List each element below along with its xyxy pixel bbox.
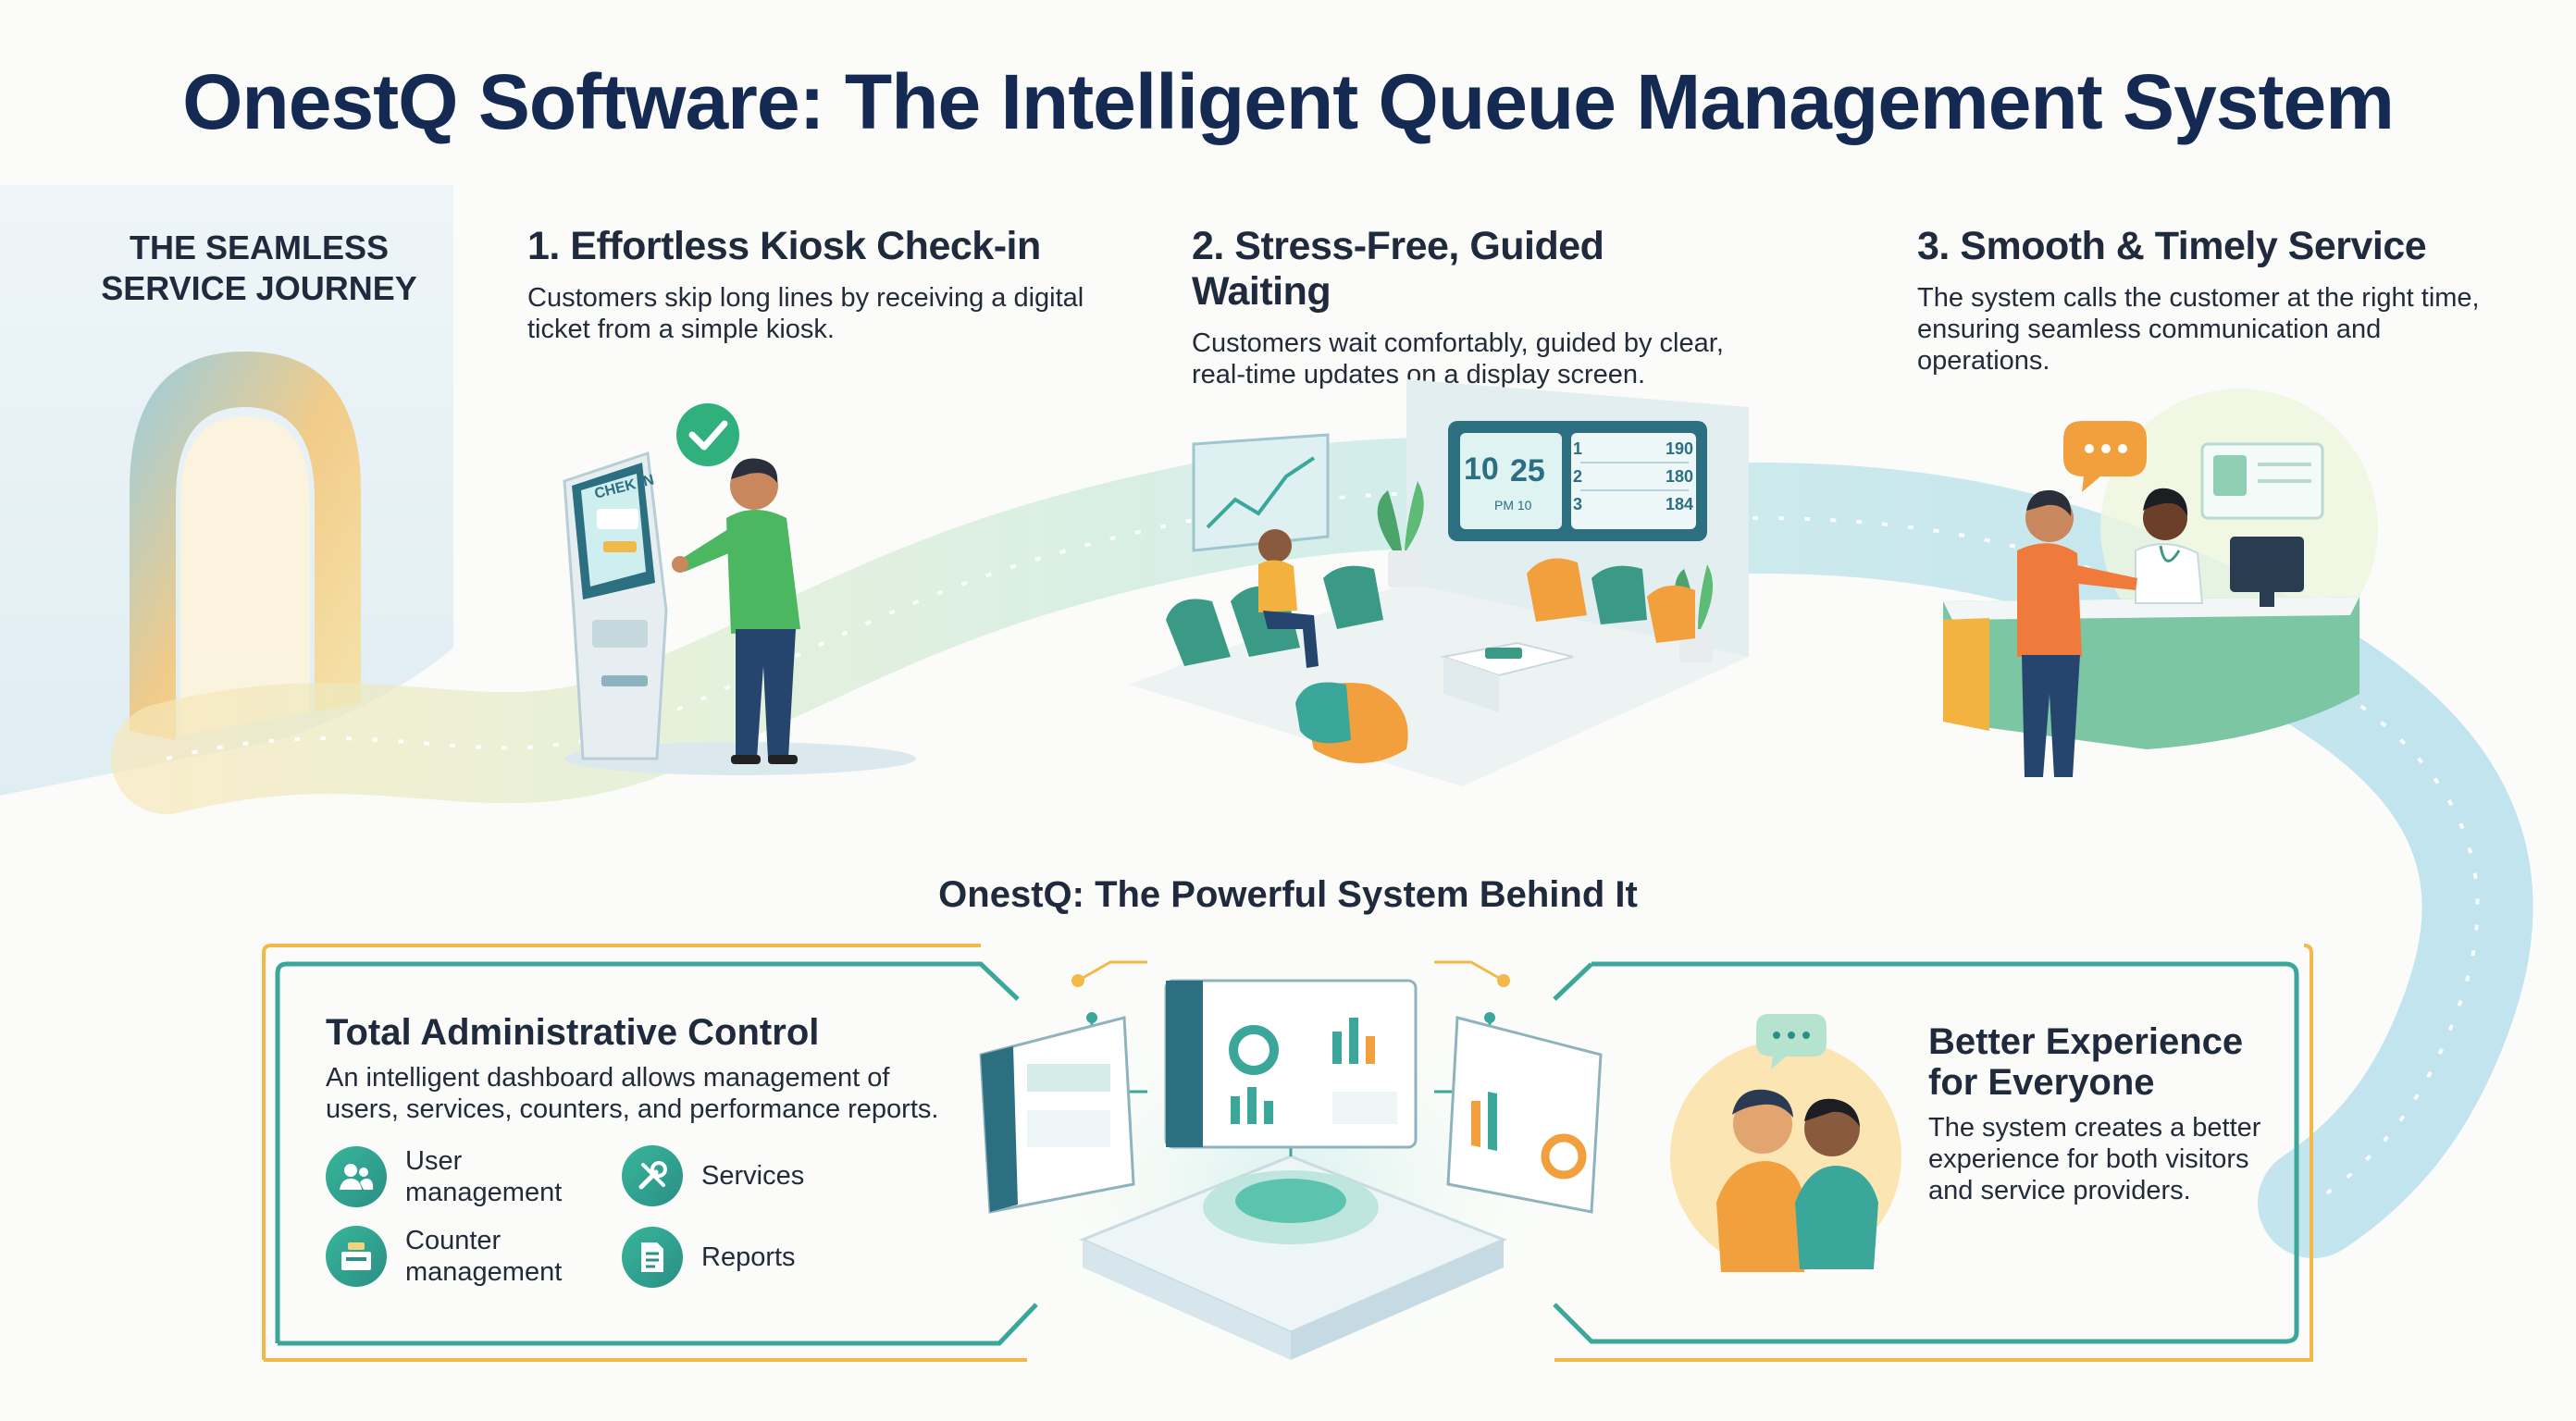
display-row-ticket: 184	[1665, 495, 1693, 513]
display-row-counter: 2	[1573, 467, 1583, 486]
experience-panel-description: The system creates a better experience f…	[1928, 1113, 2261, 1205]
feature-label: Services	[701, 1161, 805, 1191]
feature-label: Reports	[701, 1242, 796, 1272]
display-left-number-2: 25	[1510, 453, 1545, 488]
display-row: 1 190	[1573, 435, 1693, 463]
feature-services: Services	[622, 1145, 804, 1206]
step-2-title: 2. Stress-Free, Guided Waiting	[1192, 224, 1604, 314]
experience-panel: Better Experience for Everyone The syste…	[1928, 1021, 2261, 1206]
waiting-room-illustration: 10 25 PM 10 1 190 2 180 3 184	[1129, 379, 1758, 796]
display-row-counter: 1	[1573, 439, 1583, 458]
journey-label: THE SEAMLESS SERVICE JOURNEY	[101, 229, 417, 307]
step-3-title: 3. Smooth & Timely Service	[1917, 224, 2427, 268]
step-1-title: 1. Effortless Kiosk Check-in	[527, 224, 1041, 268]
display-row-counter: 3	[1573, 495, 1583, 513]
kiosk-illustration: CHEK IN	[546, 398, 935, 777]
page-title: OnestQ Software: The Intelligent Queue M…	[182, 58, 2395, 145]
feature-user-management: User management	[326, 1145, 581, 1208]
counter-desk-icon	[326, 1226, 387, 1287]
admin-panel-title: Total Administrative Control	[326, 1012, 820, 1053]
tools-icon	[622, 1145, 683, 1206]
display-rows: 1 190 2 180 3 184	[1573, 435, 1693, 518]
feature-label: Counter management	[405, 1226, 563, 1287]
step-3-description: The system calls the customer at the rig…	[1917, 283, 2480, 376]
feature-counter-management: Counter management	[326, 1225, 581, 1288]
display-left-number-1: 10	[1464, 451, 1499, 487]
report-icon	[622, 1227, 683, 1288]
display-row-ticket: 190	[1665, 439, 1693, 458]
feature-reports: Reports	[622, 1227, 796, 1288]
step-3: 3. Smooth & Timely Service The system ca…	[1917, 224, 2509, 377]
step-2: 2. Stress-Free, Guided Waiting Customers…	[1192, 224, 1747, 390]
display-row: 2 180	[1573, 463, 1693, 490]
display-row-ticket: 180	[1665, 467, 1693, 486]
display-left-sub: PM 10	[1494, 498, 1532, 513]
system-section-title: OnestQ: The Powerful System Behind It	[938, 874, 1638, 915]
admin-panel: Total Administrative Control An intellig…	[326, 1012, 955, 1125]
admin-panel-description: An intelligent dashboard allows manageme…	[326, 1063, 939, 1124]
step-2-description: Customers wait comfortably, guided by cl…	[1192, 328, 1724, 389]
feature-label: User management	[405, 1146, 563, 1207]
step-1: 1. Effortless Kiosk Check-in Customers s…	[527, 224, 1120, 345]
display-row: 3 184	[1573, 490, 1693, 518]
service-desk-illustration	[1925, 389, 2387, 786]
step-1-description: Customers skip long lines by receiving a…	[527, 283, 1084, 344]
experience-panel-title: Better Experience for Everyone	[1928, 1021, 2244, 1103]
users-icon	[326, 1146, 387, 1207]
